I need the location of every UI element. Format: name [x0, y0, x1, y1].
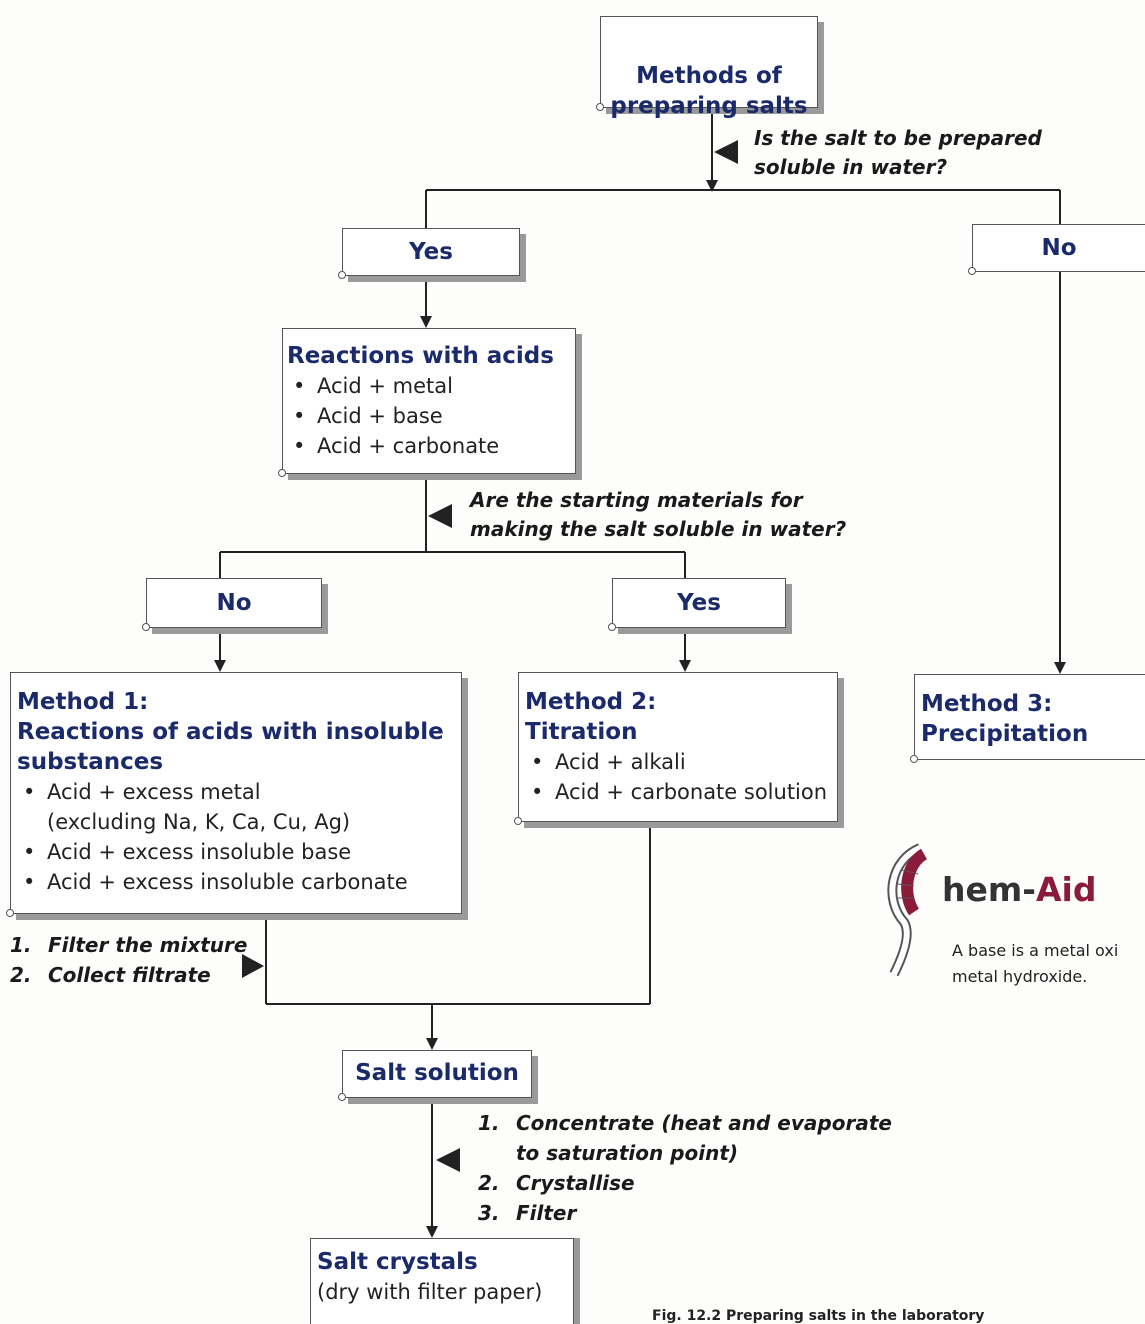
no-top-label: No — [1041, 235, 1077, 261]
list-item: Acid + base — [287, 401, 575, 431]
list-item: Acid + carbonate — [287, 431, 575, 461]
question-starting-materials: Are the starting materials for making th… — [470, 488, 847, 541]
salt-solution-label: Salt solution — [355, 1060, 519, 1086]
method-2-title: Method 2: Titration — [525, 689, 657, 745]
salt-solution-node: Salt solution — [338, 1050, 532, 1101]
no-node-top: No — [968, 224, 1145, 275]
step-number: 1. — [10, 933, 32, 957]
step-number: 1. — [478, 1111, 500, 1135]
salt-crystals-title: Salt crystals — [317, 1249, 478, 1275]
chem-aid-suffix: Aid — [1035, 870, 1097, 909]
step-number: 3. — [478, 1201, 500, 1225]
reactions-with-acids-node: Reactions with acids Acid + metal Acid +… — [278, 328, 576, 477]
chem-aid-title: hem-Aid — [942, 870, 1096, 909]
figure-caption: Fig. 12.2 Preparing salts in the laborat… — [652, 1308, 985, 1324]
list-item: Acid + carbonate solution — [525, 777, 837, 807]
pointer-arrow-crystal — [436, 1148, 460, 1172]
method-1-node: Method 1: Reactions of acids with insolu… — [6, 672, 462, 917]
method-2-list: Acid + alkali Acid + carbonate solution — [525, 747, 837, 807]
root-node: Methods of preparing salts — [596, 16, 818, 119]
salt-crystals-node: Salt crystals (dry with filter paper) — [310, 1238, 574, 1324]
no-mid-label: No — [216, 590, 252, 616]
salt-crystals-sub: (dry with filter paper) — [317, 1280, 543, 1304]
method-3-node: Method 3: Precipitation — [910, 674, 1145, 763]
step-text: Concentrate (heat and evaporate to satur… — [516, 1111, 892, 1165]
no-node-mid: No — [142, 578, 322, 631]
yes-node-mid: Yes — [608, 578, 786, 631]
list-item: 2. Collect filtrate — [10, 960, 247, 990]
list-item: Acid + alkali — [525, 747, 837, 777]
yes-mid-label: Yes — [677, 590, 721, 616]
pointer-arrow-q1 — [714, 140, 738, 164]
question-salt-soluble: Is the salt to be prepared soluble in wa… — [754, 126, 1042, 179]
yes-top-label: Yes — [409, 239, 453, 265]
list-item: 3. Filter — [478, 1198, 892, 1228]
list-item: 1. Concentrate (heat and evaporate to sa… — [478, 1108, 892, 1168]
chem-aid-callout: hem-Aid A base is a metal oxi metal hydr… — [880, 840, 1145, 990]
step-text: Crystallise — [516, 1171, 635, 1195]
method-3-title: Method 3: Precipitation — [921, 691, 1089, 747]
method-1-list: Acid + excess metal (excluding Na, K, Ca… — [17, 777, 461, 897]
method-1-title: Method 1: Reactions of acids with insolu… — [17, 689, 444, 775]
chem-aid-prefix: hem- — [942, 870, 1036, 909]
list-item: Acid + metal — [287, 371, 575, 401]
step-text: Collect filtrate — [48, 963, 211, 987]
root-label: Methods of preparing salts — [610, 63, 808, 119]
yes-node-top: Yes — [338, 228, 520, 279]
step-text: Filter the mixture — [48, 933, 248, 957]
list-item: 1. Filter the mixture — [10, 930, 247, 960]
step-number: 2. — [478, 1171, 500, 1195]
list-item: 2. Crystallise — [478, 1168, 892, 1198]
step-text: Filter — [516, 1201, 577, 1225]
chem-aid-note: A base is a metal oxi metal hydroxide. — [952, 941, 1119, 986]
list-item: Acid + excess insoluble carbonate — [17, 867, 461, 897]
filter-steps: 1. Filter the mixture 2. Collect filtrat… — [10, 930, 247, 990]
reactions-list: Acid + metal Acid + base Acid + carbonat… — [287, 371, 575, 461]
list-item: Acid + excess insoluble base — [17, 837, 461, 867]
reactions-title: Reactions with acids — [287, 343, 554, 369]
chem-aid-logo-icon — [887, 843, 928, 977]
step-number: 2. — [10, 963, 32, 987]
list-item: Acid + excess metal (excluding Na, K, Ca… — [17, 777, 461, 837]
method-2-node: Method 2: Titration Acid + alkali Acid +… — [514, 672, 838, 825]
pointer-arrow-filter — [242, 954, 264, 978]
pointer-arrow-q2 — [428, 504, 452, 528]
crystal-steps: 1. Concentrate (heat and evaporate to sa… — [478, 1108, 892, 1228]
